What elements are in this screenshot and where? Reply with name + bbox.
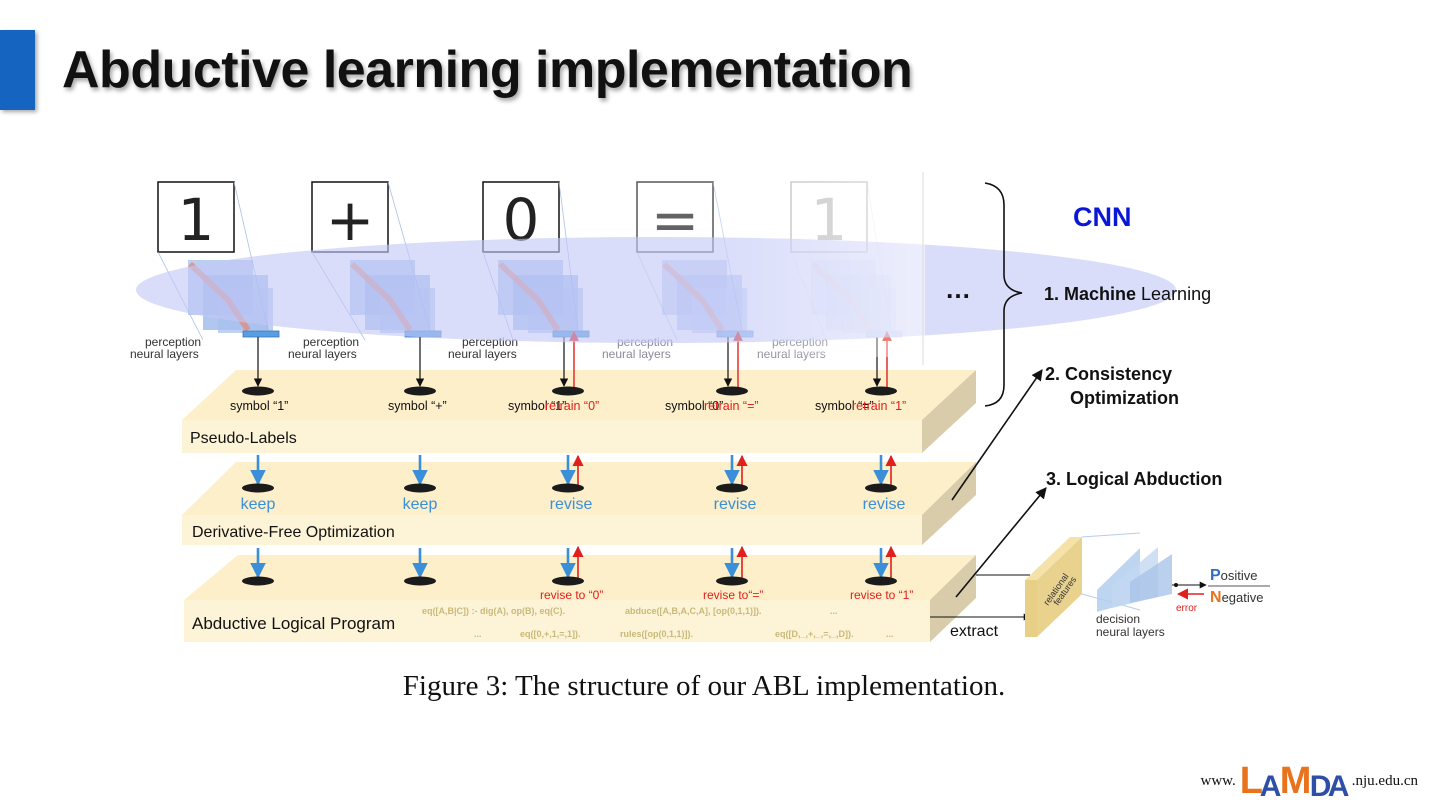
- footer: www. L A M D A .nju.edu.cn: [1200, 760, 1418, 800]
- svg-text:Negative: Negative: [1210, 589, 1263, 606]
- ellipsis: …: [945, 274, 971, 304]
- cnn-label: CNN: [1073, 202, 1132, 232]
- step-consistency-line2: Optimization: [1070, 388, 1179, 408]
- alp-label: Abductive Logical Program: [192, 614, 395, 633]
- perception-label-line2: neural layers: [602, 347, 671, 361]
- node-dot: [404, 577, 436, 586]
- node-dot: [865, 484, 897, 493]
- dfo-action-label: revise: [550, 496, 593, 513]
- node-dot: [552, 387, 584, 396]
- footer-www: www.: [1200, 773, 1235, 800]
- svg-text:Positive: Positive: [1210, 567, 1258, 584]
- lamda-logo: L A M D A: [1240, 760, 1350, 800]
- decision-label-2: neural layers: [1096, 625, 1165, 639]
- node-dot: [552, 577, 584, 586]
- node-dot: [242, 577, 274, 586]
- fade-overlay: [720, 172, 925, 357]
- dfo-label: Derivative-Free Optimization: [192, 524, 395, 541]
- perception-label-line2: neural layers: [130, 347, 199, 361]
- step-machine-learning: 1. Machine Learning: [1044, 284, 1211, 304]
- logo-letter-m: M: [1280, 760, 1312, 803]
- node-dot: [716, 577, 748, 586]
- perception-label-line2: neural layers: [448, 347, 517, 361]
- node-dot: [404, 484, 436, 493]
- retrain-label: retrain “=”: [704, 399, 759, 413]
- negative-initial: N: [1210, 589, 1222, 606]
- digit-image-icon: 1: [158, 182, 234, 254]
- node-dot: [716, 484, 748, 493]
- step-consistency-line1: 2. Consistency: [1045, 364, 1172, 384]
- program-rule-eq: eq([A,B|C]) :- dig(A), op(B), eq(C).: [422, 606, 565, 616]
- negative-rest: egative: [1222, 590, 1264, 605]
- node-dot: [242, 387, 274, 396]
- dfo-action-label: revise: [714, 496, 757, 513]
- step-logical-abduction: 3. Logical Abduction: [1046, 469, 1222, 489]
- program-fact-eq: eq([0,+,1,=,1]).: [520, 629, 581, 639]
- node-dot: [865, 577, 897, 586]
- retrain-label: retrain “0”: [545, 399, 599, 413]
- logo-letter-a1: A: [1260, 770, 1282, 804]
- dfo-action-label: revise: [863, 496, 906, 513]
- abl-structure-diagram: Pseudo-Labels Derivative-Free Optimizati…: [0, 0, 1440, 660]
- digit-glyph: 1: [178, 186, 215, 254]
- error-label: error: [1176, 603, 1198, 614]
- digit-image-icon: +: [312, 182, 388, 254]
- figure-caption: Figure 3: The structure of our ABL imple…: [0, 670, 1408, 703]
- decision-network: decision neural layers error: [1082, 533, 1206, 639]
- program-fact-eq-2: eq([D,_,+,_,=,_,D]).: [775, 629, 854, 639]
- cnn-ellipse: [136, 237, 1176, 343]
- node-dot: [716, 387, 748, 396]
- abduced-label: revise to “1”: [850, 588, 913, 602]
- dfo-action-label: keep: [241, 496, 276, 513]
- node-dot: [242, 484, 274, 493]
- program-ellipsis-1: ...: [830, 606, 838, 616]
- pseudo-labels-label: Pseudo-Labels: [190, 430, 297, 447]
- output-labels: Positive Negative: [1208, 567, 1270, 606]
- footer-domain: .nju.edu.cn: [1352, 773, 1418, 800]
- digit-glyph: +: [326, 186, 375, 254]
- positive-initial: P: [1210, 567, 1221, 584]
- perception-label-line2: neural layers: [288, 347, 357, 361]
- positive-rest: ositive: [1221, 568, 1258, 583]
- retrain-label: retrain “1”: [852, 399, 906, 413]
- node-dot: [865, 387, 897, 396]
- program-ellipsis-3: ...: [886, 629, 894, 639]
- decision-label-1: decision: [1096, 612, 1140, 626]
- abduced-label: revise to “0”: [540, 588, 603, 602]
- dfo-action-label: keep: [403, 496, 438, 513]
- extract-label: extract: [950, 623, 999, 640]
- logo-letter-a2: A: [1328, 770, 1350, 804]
- program-rule-abduce: abduce([A,B,A,C,A], [op(0,1,1)]).: [625, 606, 762, 616]
- node-dot: [404, 387, 436, 396]
- symbol-label: symbol “+”: [388, 399, 447, 413]
- program-ellipsis-2: ...: [474, 629, 482, 639]
- feature-vector: [243, 331, 279, 337]
- symbol-label: symbol “1”: [230, 399, 288, 413]
- node-dot: [552, 484, 584, 493]
- step-machine-learning-num: 1. Machine: [1044, 284, 1141, 304]
- abduced-label: revise to“=”: [703, 588, 763, 602]
- program-rules: rules([op(0,1,1)]).: [620, 629, 693, 639]
- relational-features-block: relational features: [1025, 537, 1082, 637]
- step-machine-learning-word: Learning: [1141, 284, 1211, 304]
